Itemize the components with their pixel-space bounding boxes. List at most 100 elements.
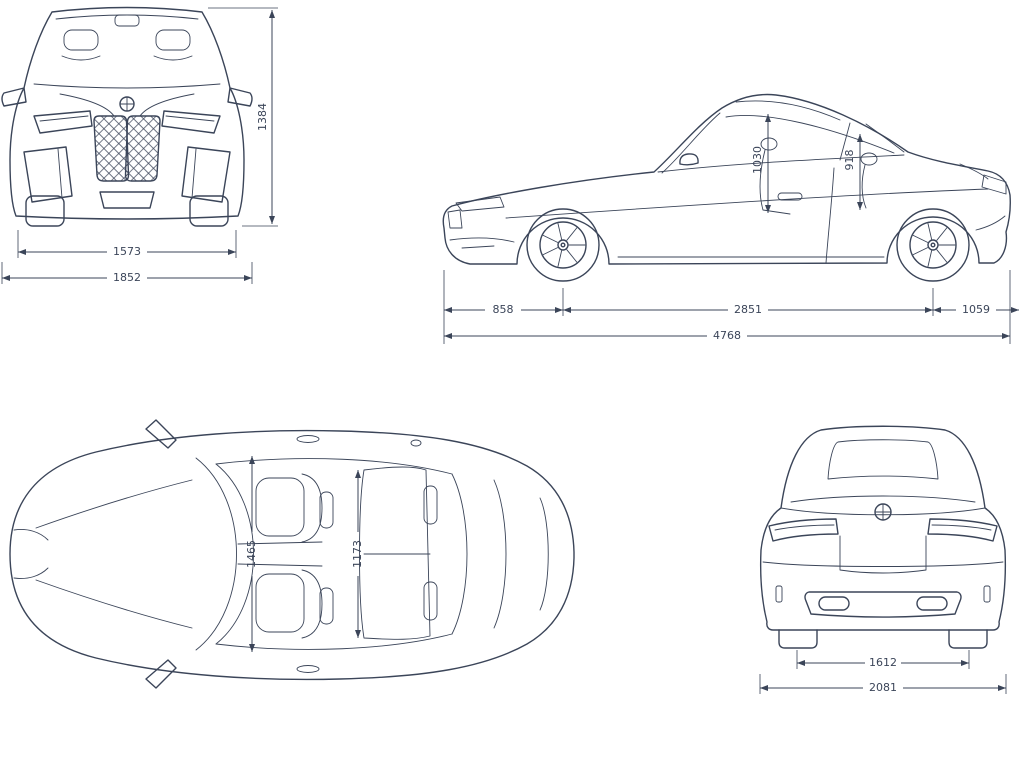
dim-height-ext [208,7,278,227]
front-bumper-lines [449,237,515,249]
front-body [9,6,245,220]
dim-width-front: 1852 [1,262,253,285]
front-seat-left-cushion [255,477,305,537]
top-view: 1465 1173 [0,412,585,697]
top-view-drawing: 1465 1173 [9,419,575,689]
hood-lines [35,479,193,629]
front-tire-left [25,195,65,227]
dim-label-overhang-rear: 1059 [962,303,990,316]
reflector-right [983,585,991,603]
rear-body [759,425,1007,631]
dim-shoulder-front: 1465 [245,456,258,652]
dim-height: 1384 [208,7,278,227]
dim-label-headroom-front: 1030 [751,146,764,174]
trunk-cut-lines [839,535,927,574]
hood-crease-lines [59,93,195,117]
dim-width-overall-bg [863,681,903,695]
rear-view: 1612 2081 [743,420,1023,720]
side-mirror-left [1,87,27,107]
headlight-right [161,110,221,134]
soft-top-seams [735,100,905,153]
front-seat-back [759,149,791,215]
exhaust-left [818,596,850,611]
dim-width-label-bg [107,271,147,285]
front-wheel [526,208,600,282]
front-seat-right-back [301,569,323,639]
rear-view-drawing: 1612 2081 [759,425,1007,695]
windshield-line [661,112,721,174]
rear-window [827,439,939,480]
front-headrest-right [155,29,191,51]
dim-width-overall: 2081 [759,674,1007,695]
kidney-grille-left [93,115,130,182]
dim-label-headroom-rear: 918 [843,150,856,171]
reflector-left [775,585,783,603]
headlight-left [33,110,93,134]
center-console [237,541,323,567]
taillight-side [981,174,1007,195]
dim-shoulder-rear: 1173 [351,470,364,638]
rear-bumper-line [975,215,1006,231]
front-cowl-line [33,83,221,89]
spoiler-line [790,495,976,503]
front-headrest-left [63,29,99,51]
side-mirror [679,153,699,166]
taillight-right [927,518,998,542]
rear-seat-headrest [860,152,878,166]
dim-wheelbase-bg [728,303,768,317]
side-window-top [725,115,895,154]
dim-overhang-rear-bg [956,303,996,317]
rear-wheel [896,208,970,282]
fuel-cap [410,439,422,447]
side-mirror-right [227,87,253,107]
front-tire-right [189,195,229,227]
front-lamp-grille [447,196,505,229]
front-fascia-lines [13,529,49,579]
bmw-roundel-quarters [119,96,135,112]
rear-deck-arcs [451,473,549,635]
quarter-window-divider [839,122,851,161]
front-seatback-lines [61,55,193,61]
beltline [657,154,905,173]
dim-headroom-rear: 918 [843,134,863,210]
top-body [9,429,575,681]
dim-headroom-front: 1030 [751,114,771,213]
bmw-roundel-rear-quarters [874,503,892,521]
diffuser [804,591,962,618]
front-seat-left-headrest [319,491,334,529]
door-handle-left [296,435,320,443]
side-body [442,93,1011,265]
top-mirrors [145,419,177,689]
front-seat-right-cushion [255,573,305,633]
headlight-left-inner [39,115,89,122]
dim-overhang-front-bg [485,303,521,317]
dim-label-track-rear: 1612 [869,656,897,669]
rear-tire-left [778,629,818,649]
taillight-left-inner [774,524,835,531]
windshield-arcs [195,457,254,651]
taillight-left [768,518,839,542]
side-view-drawing: 1030 918 858 2851 1059 4768 [442,93,1019,344]
top-car-outline [9,419,575,689]
front-car-outline [1,6,253,227]
air-intake-left-inner [57,148,63,199]
air-intake-right [181,146,231,203]
door-handle-right [296,665,320,673]
bumper-top-line [762,561,1004,567]
dim-length-bg [707,329,747,343]
dim-track-front: 1573 [17,230,237,259]
rearview-mirror [114,14,140,27]
rear-seat-back [861,164,867,209]
air-intake-right-inner [191,148,197,199]
dim-length-rows: 858 2851 1059 4768 [443,270,1019,344]
front-roof-inner-line [55,14,199,20]
front-view-drawing: 1384 1573 1852 [1,6,278,285]
dim-label-shoulder-rear: 1173 [351,540,364,568]
rear-tire-right [948,629,988,649]
air-intake-left [23,146,73,203]
side-car-outline [442,93,1011,282]
dim-label-width: 1852 [113,271,141,284]
dim-label-shoulder-front: 1465 [245,540,258,568]
door-cut-line [825,167,835,264]
